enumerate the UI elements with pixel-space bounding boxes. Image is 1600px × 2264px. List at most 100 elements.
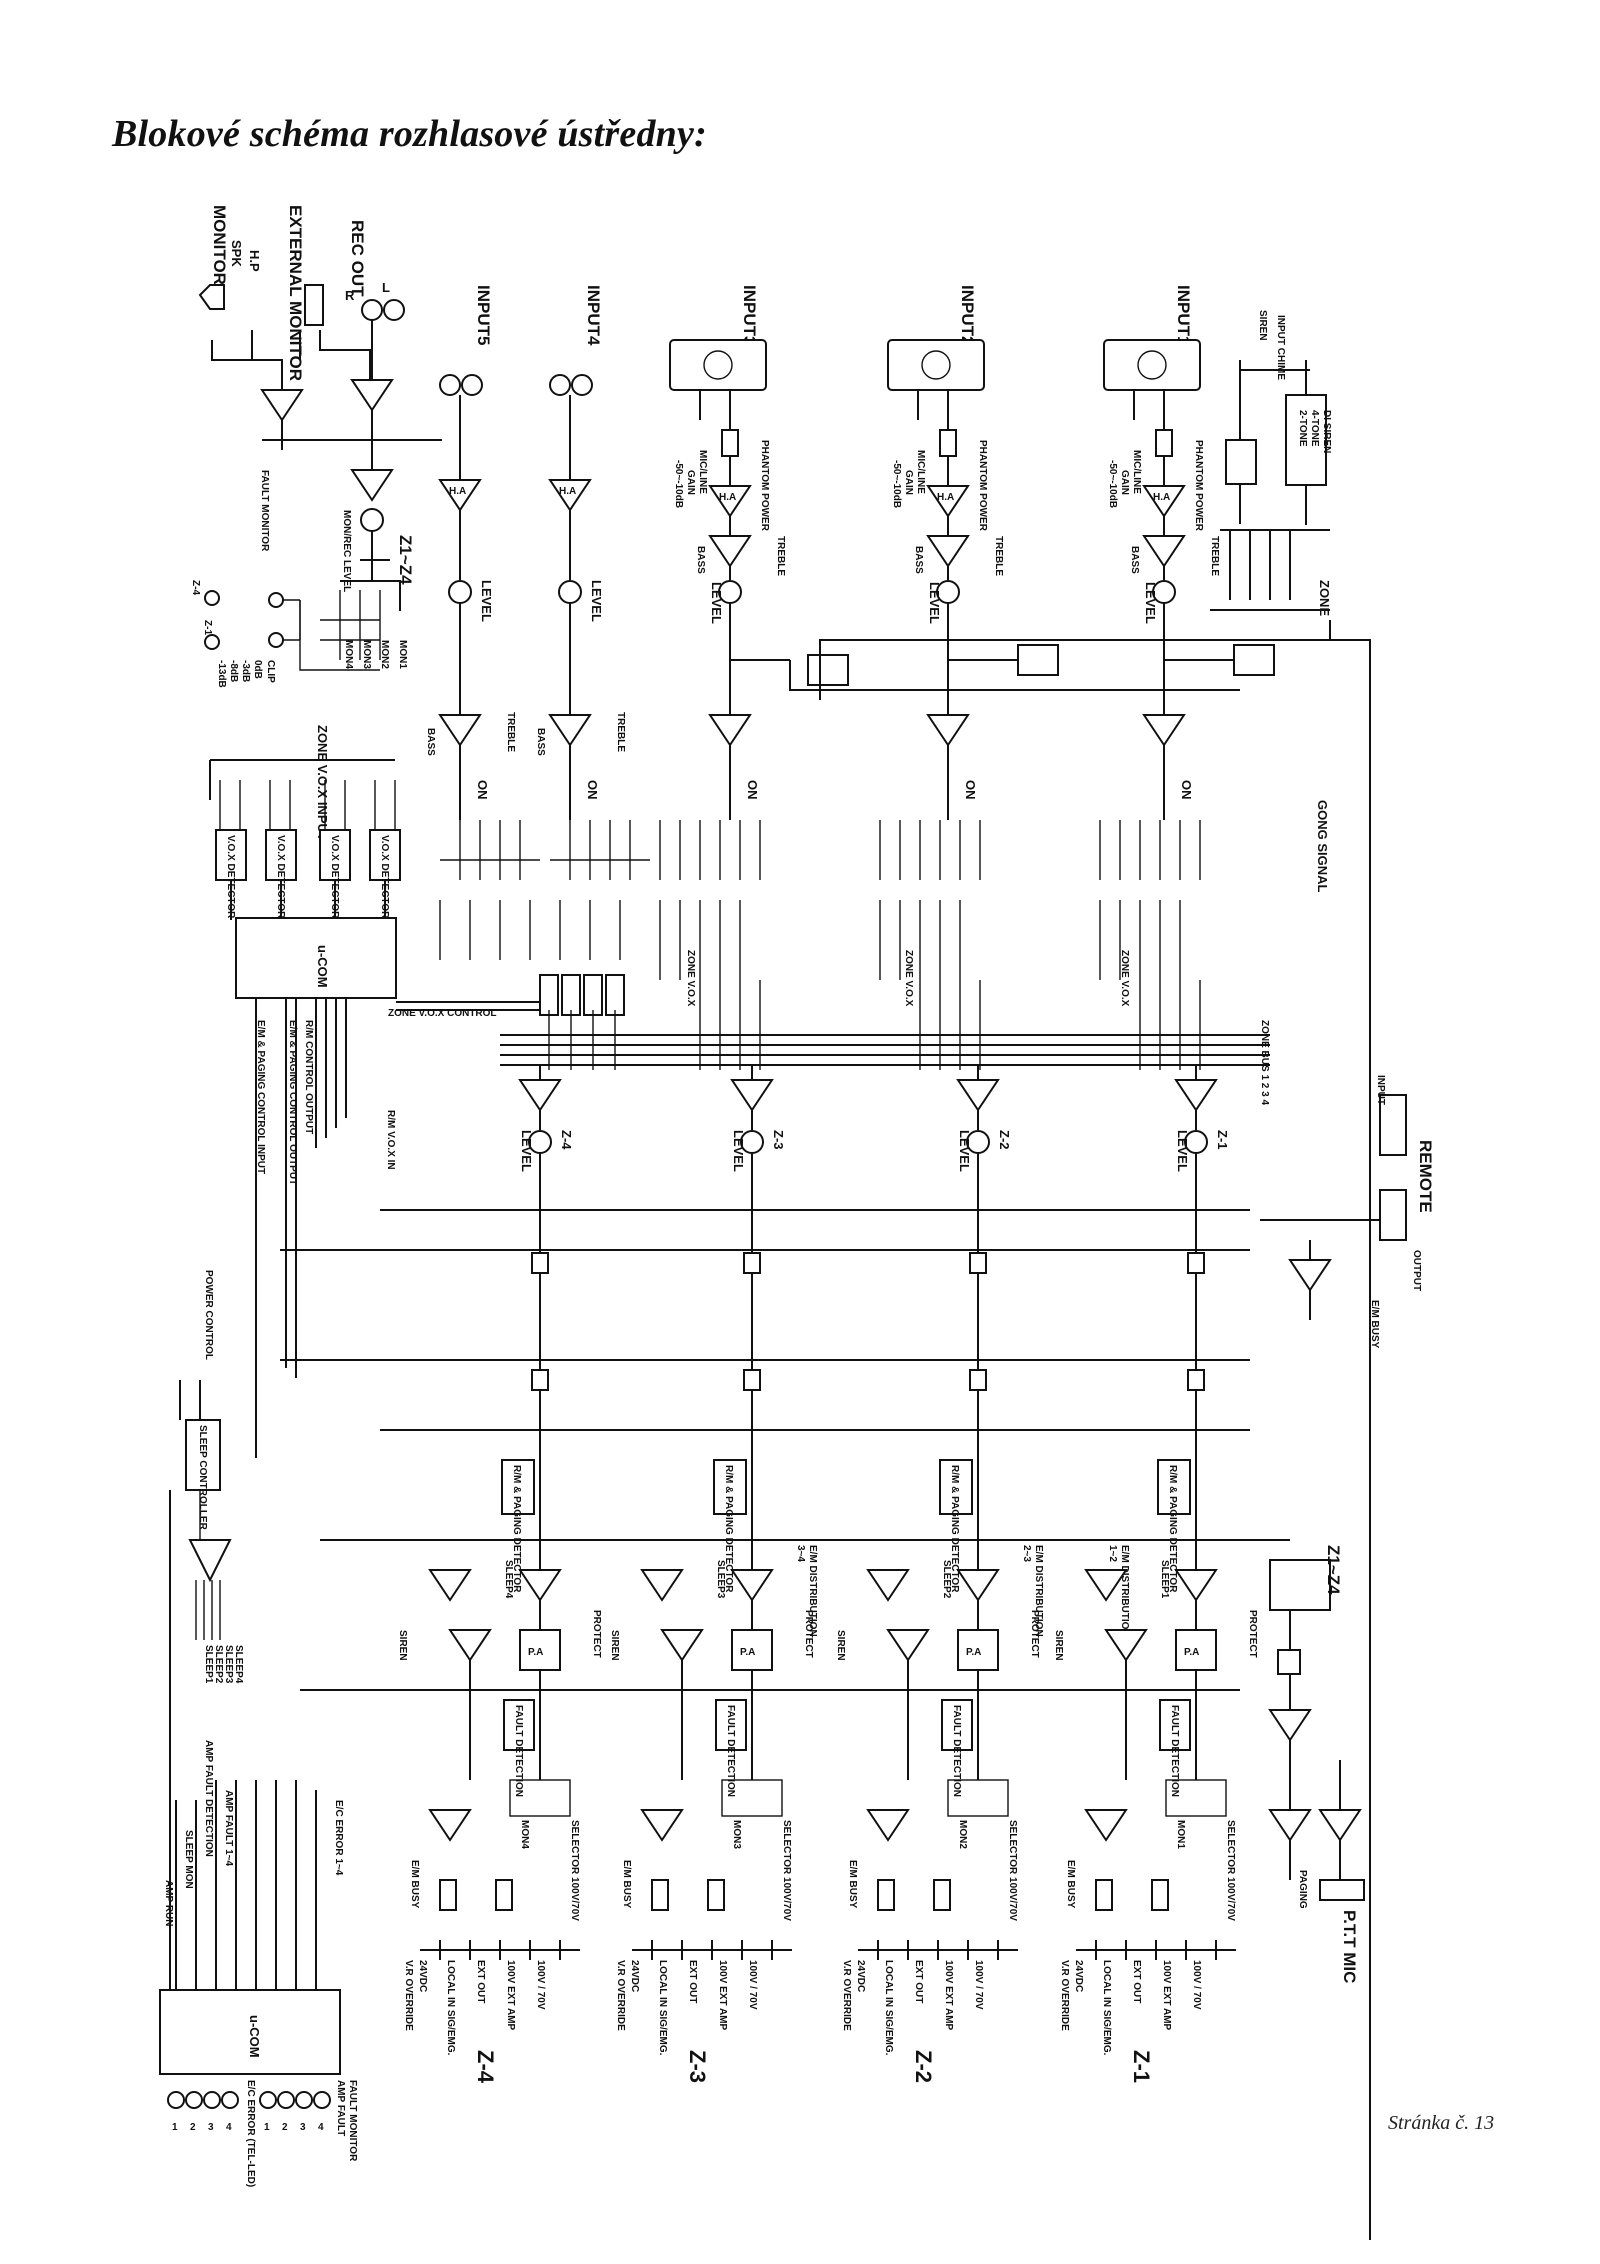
- z3-em-busy-label: E/M BUSY: [621, 1860, 632, 1909]
- rca-jack-icon: [549, 374, 571, 396]
- input2-gain-label: GAIN: [903, 470, 914, 495]
- input3-label: INPUT3: [740, 285, 759, 345]
- input1-channel: INPUT1 H.A PHANTOM POWER MIC/LINE GAIN -…: [1103, 285, 1220, 1007]
- gong-line: [1330, 639, 1371, 2240]
- z3-pa-label: P.A: [740, 1647, 755, 1658]
- led-icon: [277, 2091, 295, 2109]
- input4-ha: [548, 479, 592, 512]
- input3-eq: [708, 535, 752, 568]
- remote-input-connector: [1379, 1094, 1407, 1156]
- z3-amp: [730, 1079, 774, 1112]
- input2-treble-label: TREBLE: [993, 536, 1004, 576]
- ha-label: H.A: [449, 486, 466, 497]
- led-icon: [313, 2091, 331, 2109]
- input2-buffer: [926, 714, 970, 747]
- siren-generator: [1225, 439, 1257, 485]
- input2-mic-line-label: MIC/LINE: [915, 450, 926, 494]
- vox-relay: [539, 974, 559, 1016]
- z3-level-label: LEVEL: [731, 1130, 746, 1172]
- led-icon: [268, 592, 284, 608]
- hp-amp: [260, 389, 304, 422]
- amp-run-label: AMP RUN: [163, 1880, 174, 1926]
- mon3-label: MON3: [361, 640, 372, 669]
- z1-vdc-label: 24VDC: [1073, 1960, 1084, 1992]
- input4-label: INPUT4: [584, 285, 603, 346]
- zone-1: Z-1 LEVEL R/M & PAGING DETECTOR 1~2 E/M …: [1053, 1065, 1258, 2083]
- z3-siren-label: SIREN: [609, 1630, 620, 1661]
- mon-level-knob: [360, 508, 384, 532]
- chime-2tone-label: 2-TONE: [1297, 410, 1308, 447]
- z1-protect-label: PROTECT: [1247, 1610, 1258, 1658]
- z1-busy-relay: [1095, 1879, 1113, 1911]
- z3-ext-out-label: EXT OUT: [687, 1960, 698, 2003]
- z4-fault-detection-label: FAULT DETECTION: [513, 1705, 524, 1797]
- z1-local-amp: [1084, 1809, 1128, 1842]
- rca-jack-icon: [461, 374, 483, 396]
- zone-4: Z-4 LEVEL R/M & PAGING DETECTOR SLEEP4 P…: [397, 1065, 602, 2084]
- z4-siren-label: SIREN: [397, 1630, 408, 1661]
- mon4-label: MON4: [343, 640, 354, 669]
- power-fault-monitor-label: FAULT MONITOR: [347, 2080, 358, 2162]
- paging-amp: [1268, 1809, 1312, 1842]
- z2-amp: [956, 1079, 1000, 1112]
- z1-local-in-label: LOCAL IN SIG/EMG.: [1101, 1960, 1112, 2056]
- input2-on-label: ON: [963, 780, 978, 800]
- sleep2-label: SLEEP2: [213, 1645, 224, 1684]
- chime-siren-block: SIREN INPUT CHIME 2-TONE 4-TONE DI SIREN…: [819, 310, 1332, 700]
- z4-relay: [531, 1252, 549, 1274]
- ucom-vox-label: u-COM: [315, 945, 330, 988]
- input4-eq: [548, 714, 592, 747]
- z4-level-label: LEVEL: [519, 1130, 534, 1172]
- z1-sleep-label: SLEEP1: [1159, 1560, 1170, 1599]
- z2-100v-label: 100V / 70V: [973, 1960, 984, 2010]
- z2-paging-detector: [939, 1459, 973, 1515]
- z3-pa: [731, 1629, 773, 1671]
- z3-protect-label: PROTECT: [803, 1610, 814, 1658]
- z4-amp: [518, 1079, 562, 1112]
- z4-buffer: [448, 1629, 492, 1662]
- remote-amp: [1288, 1259, 1332, 1292]
- sleep-controller: [185, 1419, 221, 1491]
- z1-pa-label: P.A: [1184, 1647, 1199, 1658]
- phantom-resistor: [939, 429, 957, 457]
- amp-fault-detection-label: AMP FAULT DETECTION: [203, 1740, 214, 1857]
- input1-treble-label: TREBLE: [1209, 536, 1220, 576]
- z4-label: Z-4: [559, 1130, 574, 1150]
- z4-fault-detection: [503, 1699, 535, 1751]
- rec-l-label: L: [382, 280, 390, 295]
- ucom-vox: [235, 917, 397, 999]
- db-13-label: -13dB: [216, 660, 227, 688]
- ptt-vol: [1277, 1649, 1301, 1675]
- led-4-label: 4: [226, 2122, 232, 2133]
- led-2-label: 2: [190, 2122, 196, 2133]
- input4-bass-label: BASS: [535, 728, 546, 756]
- led-3-label: 3: [208, 2122, 214, 2133]
- led-icon: [167, 2091, 185, 2109]
- input5-level-label: LEVEL: [479, 580, 494, 622]
- remote-input-label: INPUT: [1375, 1075, 1386, 1105]
- z2-big-label: Z-2: [911, 2050, 936, 2083]
- speaker-icon: [198, 284, 225, 310]
- z1-relay: [1187, 1252, 1205, 1274]
- z4-paging-detector: [501, 1459, 535, 1515]
- zone-label: ZONE: [1317, 580, 1332, 616]
- z2-ext-amp-label: 100V EXT AMP: [943, 1960, 954, 2031]
- z2-sleep-amp: [956, 1569, 1000, 1602]
- rec-amp: [350, 379, 394, 412]
- ha-label: H.A: [937, 492, 954, 503]
- db-8-label: -8dB: [228, 660, 239, 682]
- z2-fault-detection-label: FAULT DETECTION: [951, 1705, 962, 1797]
- input3-zone-vox-label: ZONE V.O.X: [685, 950, 696, 1007]
- sleep3-label: SLEEP3: [223, 1645, 234, 1684]
- z1-ext-amp-label: 100V EXT AMP: [1161, 1960, 1172, 2031]
- input5-treble-label: TREBLE: [505, 712, 516, 752]
- led-icon: [268, 632, 284, 648]
- xlr-combo-jack: [669, 339, 767, 391]
- mon-list: MON1: [397, 640, 408, 669]
- z3-ext-relay: [707, 1879, 725, 1911]
- z4-transformer: [509, 1779, 571, 1817]
- rm-vox-in-label: R/M V.O.X IN: [385, 1110, 396, 1170]
- remote-output-label: OUTPUT: [1411, 1250, 1422, 1291]
- input2-bass-label: BASS: [913, 546, 924, 574]
